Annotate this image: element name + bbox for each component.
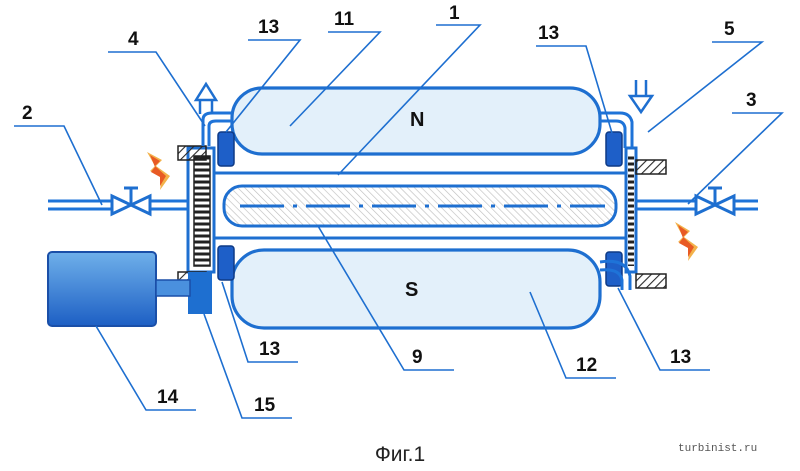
ref-label-4: 4 xyxy=(128,29,139,50)
inflow-arrow-icon xyxy=(627,94,655,115)
ref-label-3: 3 xyxy=(746,90,757,111)
valve-left-icon xyxy=(110,186,152,217)
pole-south-label: S xyxy=(405,279,418,301)
electrode-13-top-left xyxy=(217,131,235,167)
spark-icon-left xyxy=(147,152,170,190)
valve-right-icon xyxy=(694,186,736,217)
return-bend-right xyxy=(599,259,632,290)
ref-label-13-top-left: 13 xyxy=(258,17,279,38)
ref-label-2: 2 xyxy=(22,103,33,124)
ref-label-15: 15 xyxy=(254,395,276,416)
inlet-port-5 xyxy=(600,80,655,148)
ref-label-11: 11 xyxy=(334,9,355,30)
ref-label-13-bottom-right: 13 xyxy=(670,347,691,368)
ref-label-14: 14 xyxy=(157,387,179,408)
electrode-13-bottom-left xyxy=(217,245,235,281)
figure-caption: Фиг.1 xyxy=(374,443,426,466)
watermark: turbinist.ru xyxy=(678,443,758,455)
right-end-assembly xyxy=(624,146,667,289)
ref-label-13-top-right: 13 xyxy=(538,23,559,44)
leader-lines xyxy=(14,24,784,419)
electrode-13-top-right xyxy=(605,131,623,167)
ref-label-5: 5 xyxy=(724,19,735,40)
pipe-3 xyxy=(636,186,758,217)
tank-14 xyxy=(47,251,157,327)
pole-north-label: N xyxy=(410,109,424,131)
ref-label-12: 12 xyxy=(576,355,597,376)
outlet-port-4 xyxy=(193,81,232,146)
ref-label-13-bottom-left: 13 xyxy=(259,339,280,360)
return-bend-right-inner xyxy=(599,268,624,290)
inner-rod xyxy=(222,184,618,228)
outflow-arrow-icon xyxy=(193,81,219,102)
ref-label-9: 9 xyxy=(412,347,423,368)
spark-icon-right xyxy=(675,222,698,261)
magnet-south xyxy=(230,248,602,330)
pipe-2 xyxy=(48,186,188,217)
tank-connector xyxy=(155,279,191,297)
ref-label-1: 1 xyxy=(449,3,460,24)
